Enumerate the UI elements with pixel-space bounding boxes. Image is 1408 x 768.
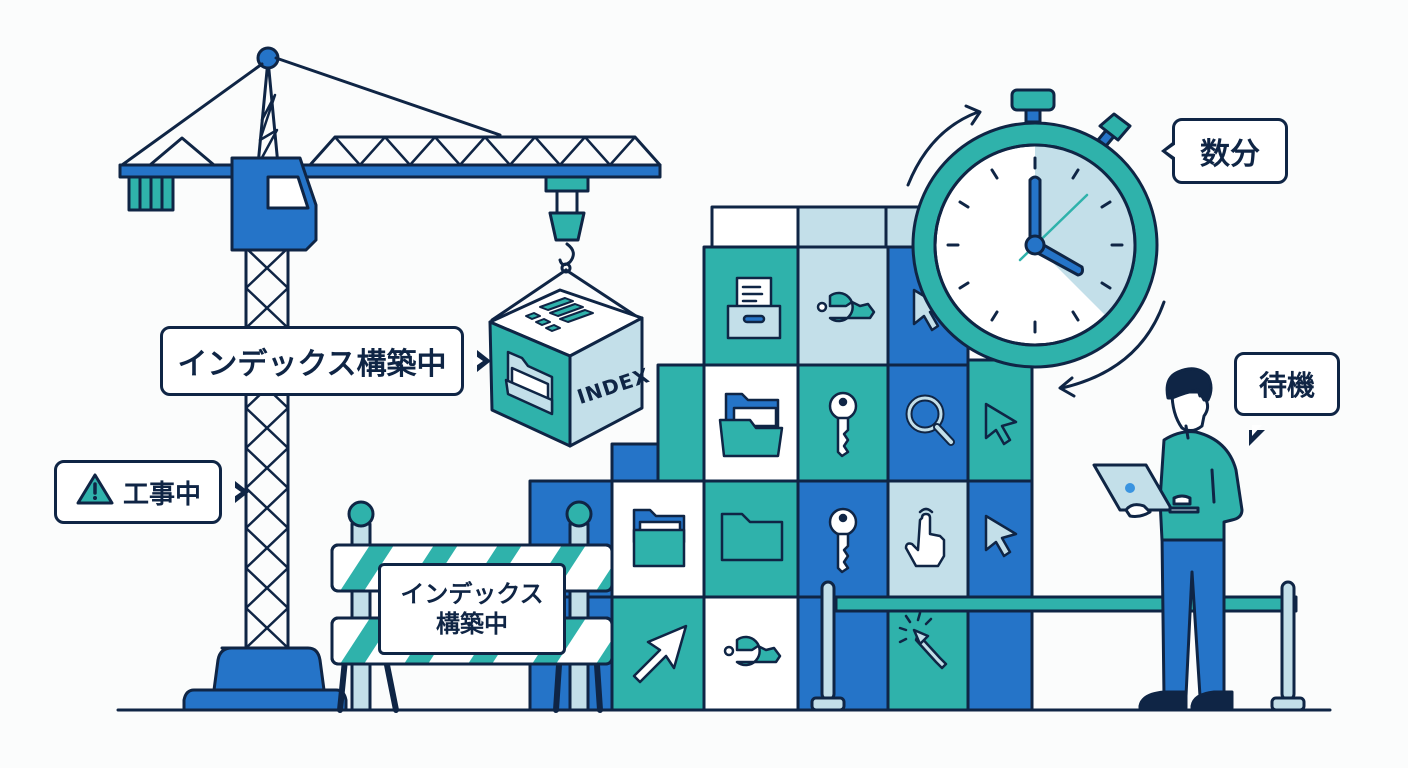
key-icon — [723, 635, 782, 667]
open-folder-icon — [632, 508, 686, 568]
key-icon — [828, 507, 858, 574]
stopwatch-icon — [906, 88, 1166, 398]
folder-icon — [504, 350, 554, 416]
timer-label: 数分 — [1200, 137, 1260, 172]
key-icon — [828, 391, 858, 458]
open-folder-icon — [718, 392, 784, 458]
warning-bubble: 工事中 — [54, 460, 249, 524]
barricade-line-1: インデックス — [400, 580, 544, 608]
crane-sign-label: インデックス構築中 — [177, 347, 447, 382]
file-drawer-icon — [726, 276, 782, 340]
person-label: 待機 — [1258, 369, 1315, 402]
person-bubble: 待機 — [1234, 352, 1340, 446]
person-waiting — [1092, 367, 1244, 710]
index-cube — [488, 268, 644, 448]
barricade-line-2: 構築中 — [436, 610, 508, 638]
laptop-icon — [1092, 463, 1200, 514]
key-icon — [816, 291, 876, 323]
folder-icon — [720, 512, 784, 562]
list-grid-icon — [525, 297, 594, 332]
warning-label: 工事中 — [122, 479, 201, 510]
click-cursor-icon — [898, 611, 948, 670]
cursor-icon — [984, 514, 1018, 558]
cursor-icon — [984, 402, 1018, 446]
magnifier-icon — [905, 394, 955, 446]
warning-triangle-icon — [75, 472, 115, 513]
pointing-hand-icon — [904, 507, 946, 568]
crane-sign-bubble: インデックス構築中 — [160, 326, 491, 396]
timer-bubble: 数分 — [1161, 118, 1288, 184]
crane — [118, 46, 662, 712]
barricade-sign: インデックス 構築中 — [378, 563, 566, 655]
cursor-icon — [632, 624, 688, 684]
